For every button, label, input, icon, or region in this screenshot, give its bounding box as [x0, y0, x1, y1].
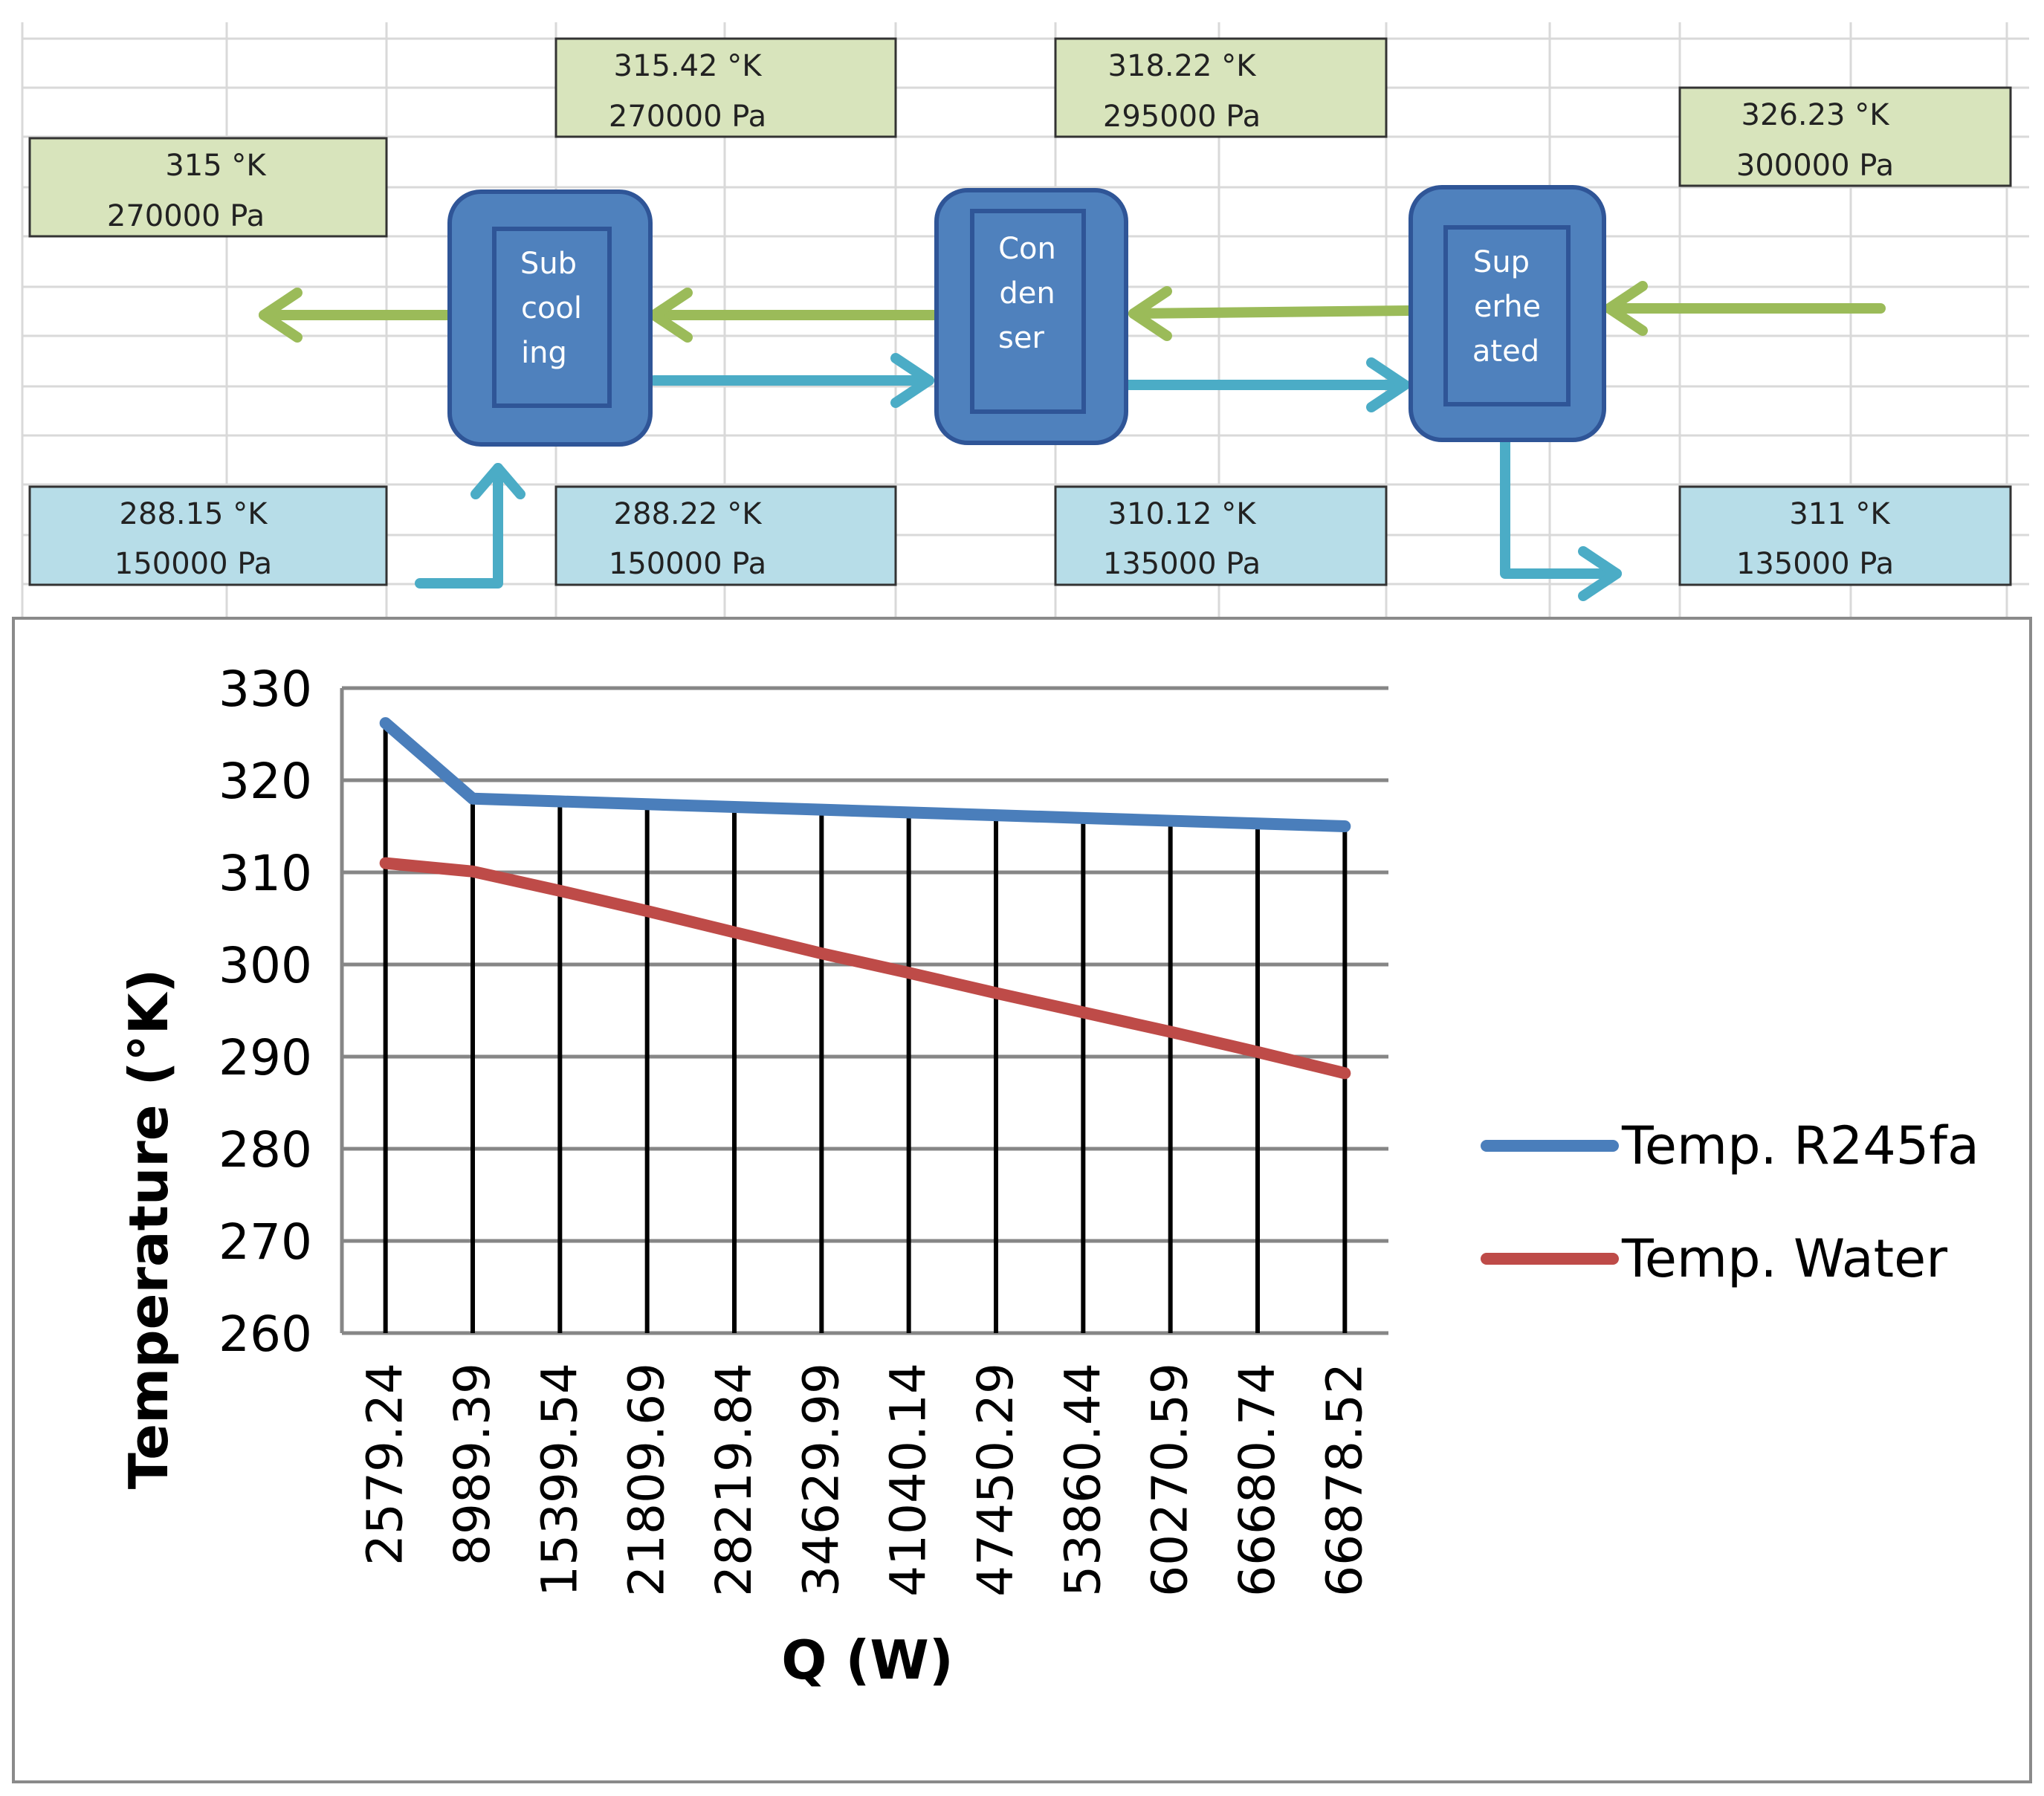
series-line-2	[379, 857, 1351, 1080]
y-tick-label: 260	[219, 1306, 312, 1363]
unit-condenser-line-3: ser	[998, 321, 1044, 355]
x-tick-label: 2579.24	[357, 1363, 414, 1566]
x-tick-label: 53860.44	[1054, 1363, 1111, 1597]
refrigerant-flow-arrows	[259, 281, 1886, 343]
water-label-1: 288.15 °K 150000 Pa	[28, 485, 388, 586]
refrigerant-pressure-3: 295000 Pa	[1103, 100, 1261, 134]
series-line-1	[379, 717, 1351, 832]
x-tick-label: 34629.99	[792, 1363, 850, 1597]
unit-subcooling: Sub cool ing	[447, 189, 653, 447]
water-pressure-3: 135000 Pa	[1103, 547, 1261, 581]
refrigerant-temp-2: 315.42 °K	[614, 49, 763, 83]
refrigerant-label-4: 326.23 °K 300000 Pa	[1678, 86, 2012, 187]
y-tick-labels: 260 270 280 290 300 310 320 330	[219, 661, 312, 1363]
refrigerant-label-1: 315 °K 270000 Pa	[28, 137, 388, 238]
water-label-4: 311 °K 135000 Pa	[1678, 485, 2012, 586]
unit-subcooling-line-1: Sub	[520, 247, 577, 281]
y-tick-label: 320	[219, 753, 312, 810]
unit-superheated-line-1: Sup	[1473, 245, 1530, 279]
legend-label-2: Temp. Water	[1621, 1228, 1947, 1289]
x-tick-label: 60270.59	[1142, 1363, 1199, 1597]
water-temp-4: 311 °K	[1789, 497, 1891, 531]
water-flow-arrows	[415, 353, 1622, 601]
x-tick-label: 28219.84	[705, 1363, 763, 1597]
refrigerant-pressure-1: 270000 Pa	[107, 199, 265, 233]
x-tick-label: 41040.14	[880, 1363, 937, 1597]
refrigerant-label-2: 315.42 °K 270000 Pa	[554, 37, 897, 138]
x-tick-labels: 2579.24 8989.39 15399.54 21809.69 28219.84 34…	[357, 1363, 1374, 1597]
refrigerant-pressure-4: 300000 Pa	[1736, 149, 1894, 183]
x-tick-label: 66680.74	[1229, 1363, 1286, 1597]
unit-condenser-line-1: Con	[998, 232, 1056, 266]
water-temp-3: 310.12 °K	[1108, 497, 1258, 531]
x-tick-label: 8989.39	[444, 1363, 501, 1566]
x-axis-title: Q (W)	[781, 1629, 954, 1691]
refrigerant-temp-4: 326.23 °K	[1741, 98, 1891, 132]
unit-condenser: Con den ser	[934, 188, 1128, 445]
y-tick-label: 310	[219, 845, 312, 902]
y-tick-label: 280	[219, 1121, 312, 1179]
unit-superheated-line-3: ated	[1472, 334, 1539, 369]
water-pressure-2: 150000 Pa	[609, 547, 766, 581]
legend-label-1: Temp. R245fa	[1621, 1115, 1979, 1176]
chart-panel: 260 270 280 290 300 310 320 330 2579.24 8989.39 1…	[12, 617, 2032, 1783]
refrigerant-temp-3: 318.22 °K	[1108, 49, 1258, 83]
gridlines	[340, 686, 1388, 1335]
water-pressure-1: 150000 Pa	[114, 547, 272, 581]
refrigerant-pressure-2: 270000 Pa	[609, 100, 766, 134]
unit-condenser-line-2: den	[999, 276, 1055, 311]
unit-subcooling-line-3: ing	[521, 336, 567, 370]
y-axis-title: Temperature (°K)	[117, 969, 180, 1490]
unit-superheated-line-2: erhe	[1474, 290, 1541, 324]
unit-superheated: Sup erhe ated	[1409, 185, 1606, 442]
refrigerant-label-3: 318.22 °K 295000 Pa	[1054, 37, 1388, 138]
y-tick-label: 270	[219, 1213, 312, 1271]
water-temp-2: 288.22 °K	[614, 497, 763, 531]
x-tick-label: 21809.69	[618, 1363, 676, 1597]
x-tick-label: 66878.52	[1316, 1363, 1373, 1597]
refrigerant-temp-1: 315 °K	[165, 149, 267, 183]
water-pressure-4: 135000 Pa	[1736, 547, 1894, 581]
heat-exchanger-diagram: 315 °K 270000 Pa 315.42 °K 270000 Pa 318…	[21, 22, 2029, 617]
y-tick-label: 300	[219, 937, 312, 994]
unit-subcooling-line-2: cool	[521, 291, 582, 325]
x-tick-label: 15399.54	[531, 1363, 588, 1597]
temperature-chart: 260 270 280 290 300 310 320 330 2579.24 8989.39 1…	[117, 661, 1979, 1691]
series-lines	[379, 717, 1351, 1080]
y-tick-label: 330	[219, 661, 312, 718]
water-label-2: 288.22 °K 150000 Pa	[554, 485, 897, 586]
water-temp-1: 288.15 °K	[120, 497, 269, 531]
y-tick-label: 290	[219, 1029, 312, 1086]
water-label-3: 310.12 °K 135000 Pa	[1054, 485, 1388, 586]
x-tick-label: 47450.29	[967, 1363, 1024, 1597]
